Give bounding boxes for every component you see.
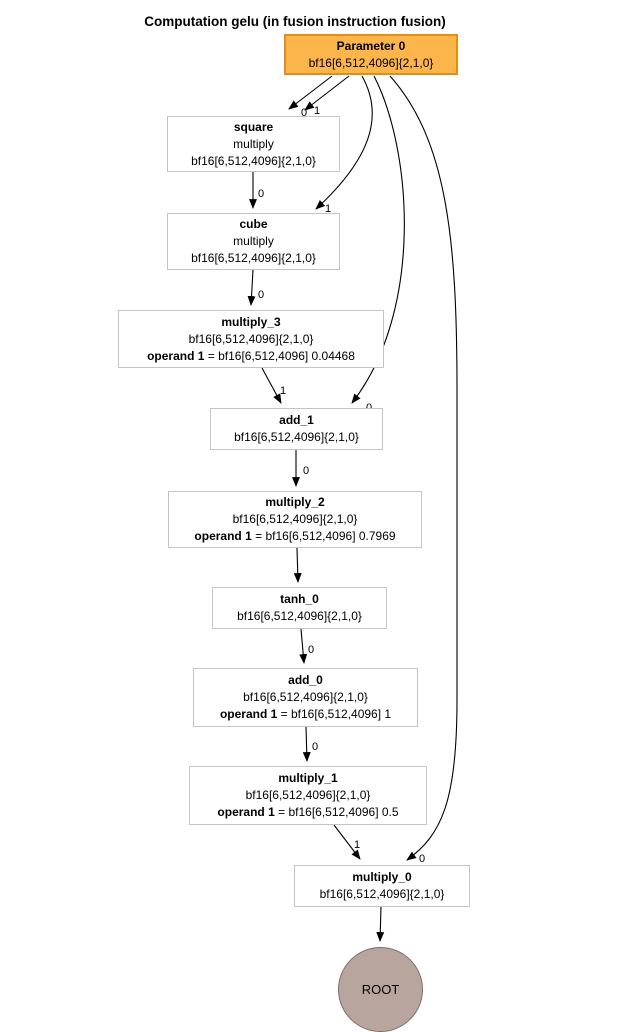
node-title: Parameter 0	[336, 38, 406, 53]
node-op: multiply	[233, 136, 274, 151]
node-multiply-2[interactable]: multiply_2 bf16[6,512,4096]{2,1,0} opera…	[168, 491, 422, 548]
node-title: multiply_2	[265, 495, 325, 509]
node-title: add_0	[288, 673, 323, 687]
edge-multiply3-to-add1-op1	[261, 367, 282, 404]
edge-param-to-square-op1	[304, 75, 350, 111]
node-multiply-0[interactable]: multiply_0 bf16[6,512,4096]{2,1,0}	[294, 865, 470, 907]
edge-add0-to-multiply1-op0	[302, 726, 311, 762]
node-title: add_1	[279, 413, 314, 427]
edge-param-to-square-op0	[288, 75, 333, 110]
edge-label-multiply3-add1: 1	[280, 385, 286, 397]
node-shape: bf16[6,512,4096]{2,1,0}	[243, 690, 368, 704]
node-add-0[interactable]: add_0 bf16[6,512,4096]{2,1,0} operand 1 …	[193, 668, 418, 727]
edge-label-add1-multiply2: 0	[303, 465, 309, 477]
node-multiply-1[interactable]: multiply_1 bf16[6,512,4096]{2,1,0} opera…	[189, 766, 427, 825]
node-title: cube	[239, 217, 268, 231]
node-operand: operand 1 = bf16[6,512,4096] 0.7969	[194, 529, 396, 543]
edge-label-param-multiply0: 0	[419, 853, 425, 865]
root-label: ROOT	[361, 982, 400, 997]
edge-multiply2-to-tanh0	[293, 547, 302, 583]
edge-label-param-square-1: 1	[314, 105, 320, 117]
node-shape: bf16[6,512,4096]{2,1,0}	[308, 55, 434, 70]
node-tanh-0[interactable]: tanh_0 bf16[6,512,4096]{2,1,0}	[212, 587, 387, 629]
edge-label-tanh0-add0: 0	[308, 644, 314, 656]
edge-tanh0-to-add0-op0	[299, 628, 308, 664]
node-operand: operand 1 = bf16[6,512,4096] 1	[219, 707, 392, 721]
node-operand: operand 1 = bf16[6,512,4096] 0.04468	[147, 348, 355, 363]
node-square[interactable]: square multiply bf16[6,512,4096]{2,1,0}	[167, 116, 340, 172]
node-shape: bf16[6,512,4096]{2,1,0}	[191, 153, 316, 168]
node-shape: bf16[6,512,4096]{2,1,0}	[232, 512, 358, 526]
node-shape: bf16[6,512,4096]{2,1,0}	[319, 887, 445, 901]
node-cube[interactable]: cube multiply bf16[6,512,4096]{2,1,0}	[167, 213, 340, 270]
node-title: multiply_3	[221, 314, 281, 329]
node-title: tanh_0	[280, 592, 319, 606]
edge-label-square-cube: 0	[258, 188, 264, 200]
node-shape: bf16[6,512,4096]{2,1,0}	[237, 609, 362, 623]
graph-title: Computation gelu (in fusion instruction …	[144, 14, 446, 29]
node-multiply-3[interactable]: multiply_3 bf16[6,512,4096]{2,1,0} opera…	[118, 310, 384, 368]
node-title: square	[233, 119, 274, 134]
edge-label-param-square-0: 0	[301, 107, 307, 119]
node-title: multiply_1	[278, 771, 338, 785]
node-title: multiply_0	[352, 870, 412, 884]
node-operand: operand 1 = bf16[6,512,4096] 0.5	[217, 805, 399, 819]
edge-label-add0-multiply1: 0	[312, 741, 318, 753]
edge-multiply0-to-root	[376, 906, 385, 942]
edge-label-param-cube: 1	[325, 203, 331, 215]
node-root[interactable]: ROOT	[338, 947, 423, 1032]
node-op: multiply	[233, 234, 274, 248]
node-shape: bf16[6,512,4096]{2,1,0}	[245, 788, 371, 802]
node-add-1[interactable]: add_1 bf16[6,512,4096]{2,1,0}	[210, 408, 383, 450]
edge-param-to-cube-op1	[315, 75, 373, 210]
edge-label-multiply1-multiply0: 1	[354, 839, 360, 851]
node-shape: bf16[6,512,4096]{2,1,0}	[234, 430, 359, 444]
edge-label-cube-multiply3: 0	[258, 289, 264, 301]
node-shape: bf16[6,512,4096]{2,1,0}	[191, 251, 316, 265]
edge-multiply1-to-multiply0-op1	[333, 824, 361, 860]
node-shape: bf16[6,512,4096]{2,1,0}	[188, 331, 314, 346]
edge-param-to-multiply0-op0	[389, 75, 458, 861]
node-parameter-0[interactable]: Parameter 0 bf16[6,512,4096]{2,1,0}	[284, 34, 458, 75]
edge-cube-to-multiply3-op0	[247, 269, 256, 306]
